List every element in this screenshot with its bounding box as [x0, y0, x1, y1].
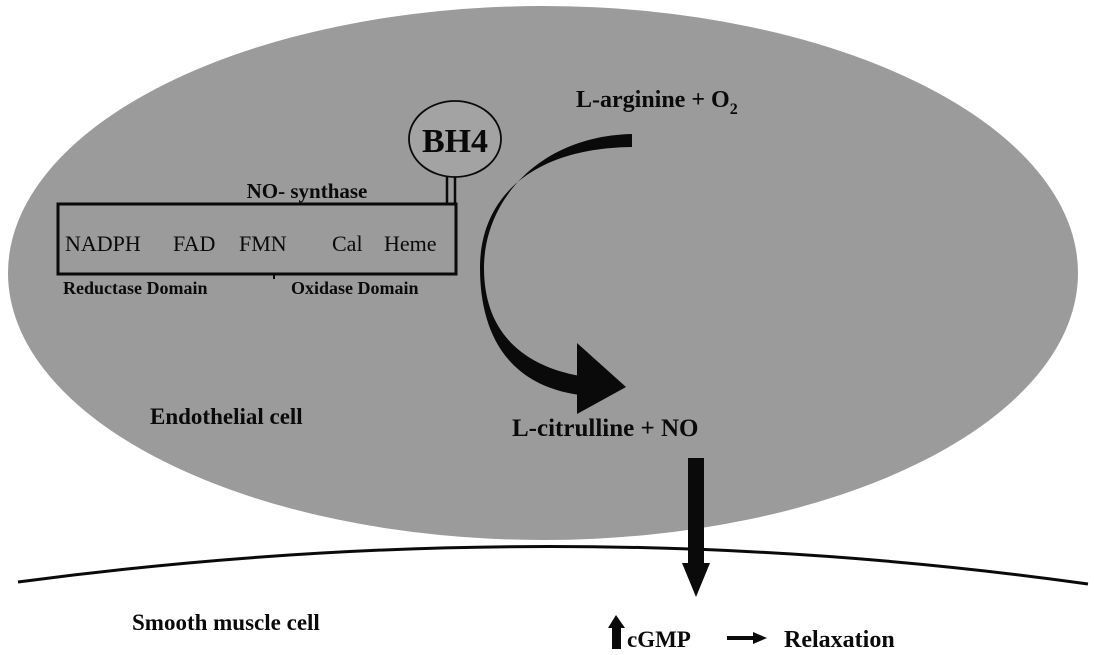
- right-arrow-icon: [727, 632, 767, 644]
- bh4-label: BH4: [422, 123, 488, 160]
- endothelial-cell-body: [8, 6, 1078, 540]
- product-plus: + NO: [634, 415, 698, 442]
- component-fmn: FMN: [239, 231, 287, 256]
- bh4-circle: [408, 100, 502, 178]
- component-nadph: NADPH: [65, 231, 141, 256]
- no-synthase-title: NO- synthase: [247, 179, 368, 203]
- substrate-label: L-arginine + O2: [576, 87, 738, 118]
- smooth-muscle-cell-label: Smooth muscle cell: [132, 610, 320, 635]
- reductase-domain-label: Reductase Domain: [63, 278, 208, 298]
- product-main: L-citrulline: [512, 415, 634, 442]
- oxidase-domain-label: Oxidase Domain: [291, 278, 419, 298]
- component-fad: FAD: [173, 231, 215, 256]
- component-heme: Heme: [384, 231, 437, 256]
- reaction-arrowhead-icon: [577, 343, 626, 414]
- cgmp-label: cGMP: [627, 627, 691, 652]
- smooth-muscle-membrane: [17, 545, 1089, 586]
- substrate-subscript: 2: [730, 101, 738, 118]
- up-arrow-icon: [608, 615, 625, 649]
- component-cal: Cal: [332, 231, 363, 256]
- product-label: L-citrulline + NO: [512, 415, 698, 442]
- no-diffusion-arrow-shaft: [688, 458, 704, 564]
- substrate-text: L-arginine + O: [576, 87, 730, 113]
- no-synthase-box: [56, 202, 458, 276]
- no-diffusion-arrowhead-icon: [682, 563, 710, 597]
- endothelial-cell-label: Endothelial cell: [150, 404, 303, 429]
- relaxation-label: Relaxation: [784, 627, 895, 653]
